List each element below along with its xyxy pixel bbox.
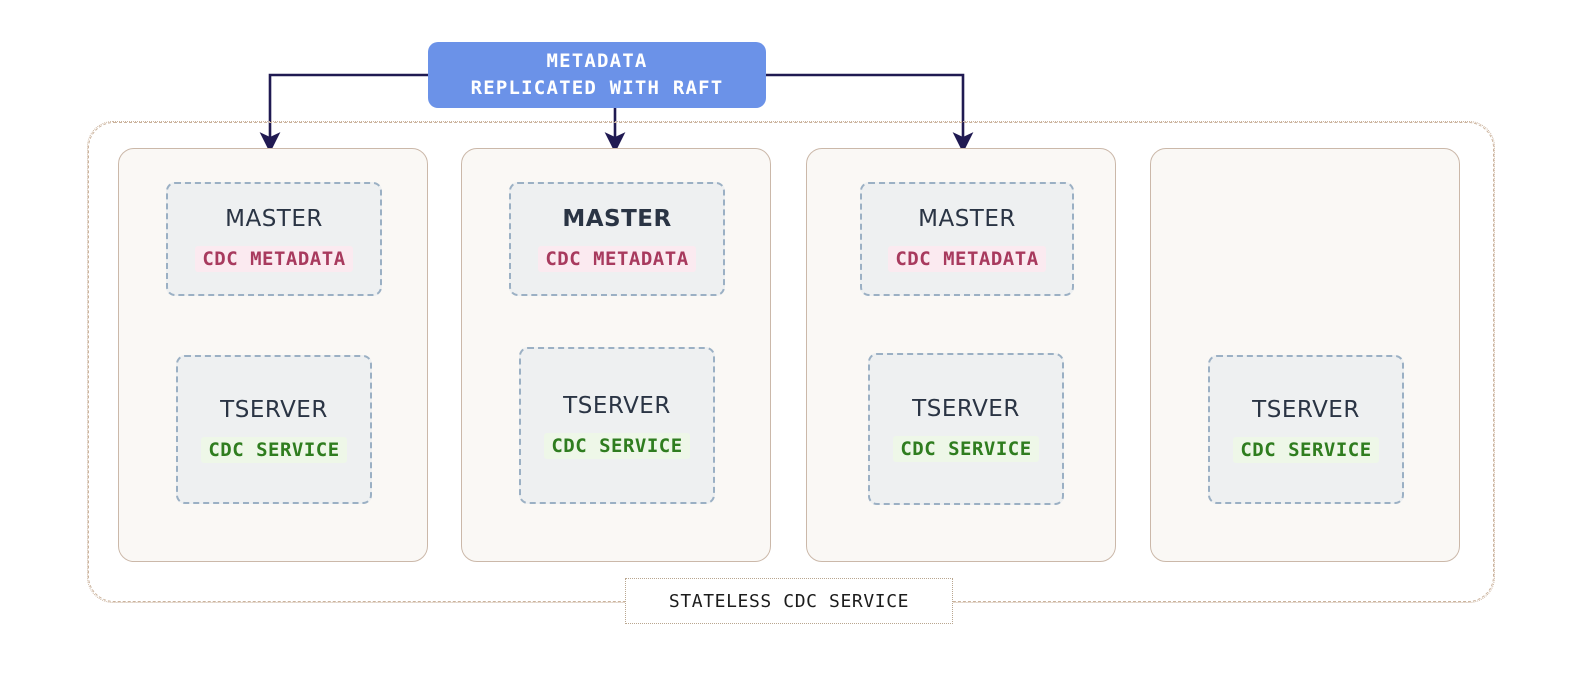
node-4-tserver-title: TSERVER (1252, 396, 1360, 423)
node-2-cdc-metadata-tag: CDC METADATA (538, 246, 696, 272)
node-1-tserver-title: TSERVER (220, 396, 328, 423)
node-4-tserver-box: TSERVER CDC SERVICE (1208, 355, 1404, 504)
node-4-cdc-service-tag: CDC SERVICE (1233, 436, 1379, 463)
node-2-tserver-title: TSERVER (563, 392, 671, 419)
metadata-title-line-2: REPLICATED WITH RAFT (470, 77, 724, 99)
node-3-master-box: MASTER CDC METADATA (860, 182, 1074, 296)
metadata-raft-box: METADATA REPLICATED WITH RAFT (428, 42, 766, 108)
node-1-master-box: MASTER CDC METADATA (166, 182, 382, 296)
node-1-master-title: MASTER (225, 206, 323, 232)
node-1-cdc-metadata-tag: CDC METADATA (195, 246, 353, 272)
node-1-cdc-service-tag: CDC SERVICE (201, 436, 347, 463)
node-2-master-box: MASTER CDC METADATA (509, 182, 725, 296)
node-3-cdc-service-tag: CDC SERVICE (893, 436, 1039, 462)
node-3-tserver-title: TSERVER (912, 396, 1020, 422)
node-1-tserver-box: TSERVER CDC SERVICE (176, 355, 372, 504)
cluster-caption-text: STATELESS CDC SERVICE (668, 590, 910, 612)
node-2-master-title: MASTER (562, 206, 672, 232)
metadata-title-line-1: METADATA (546, 50, 648, 72)
stateless-cdc-service-caption: STATELESS CDC SERVICE (625, 578, 953, 624)
node-2-cdc-service-tag: CDC SERVICE (544, 432, 690, 459)
node-3-master-title: MASTER (918, 206, 1016, 232)
node-2-tserver-box: TSERVER CDC SERVICE (519, 347, 715, 504)
node-3-cdc-metadata-tag: CDC METADATA (888, 246, 1046, 272)
node-3-tserver-box: TSERVER CDC SERVICE (868, 353, 1064, 505)
